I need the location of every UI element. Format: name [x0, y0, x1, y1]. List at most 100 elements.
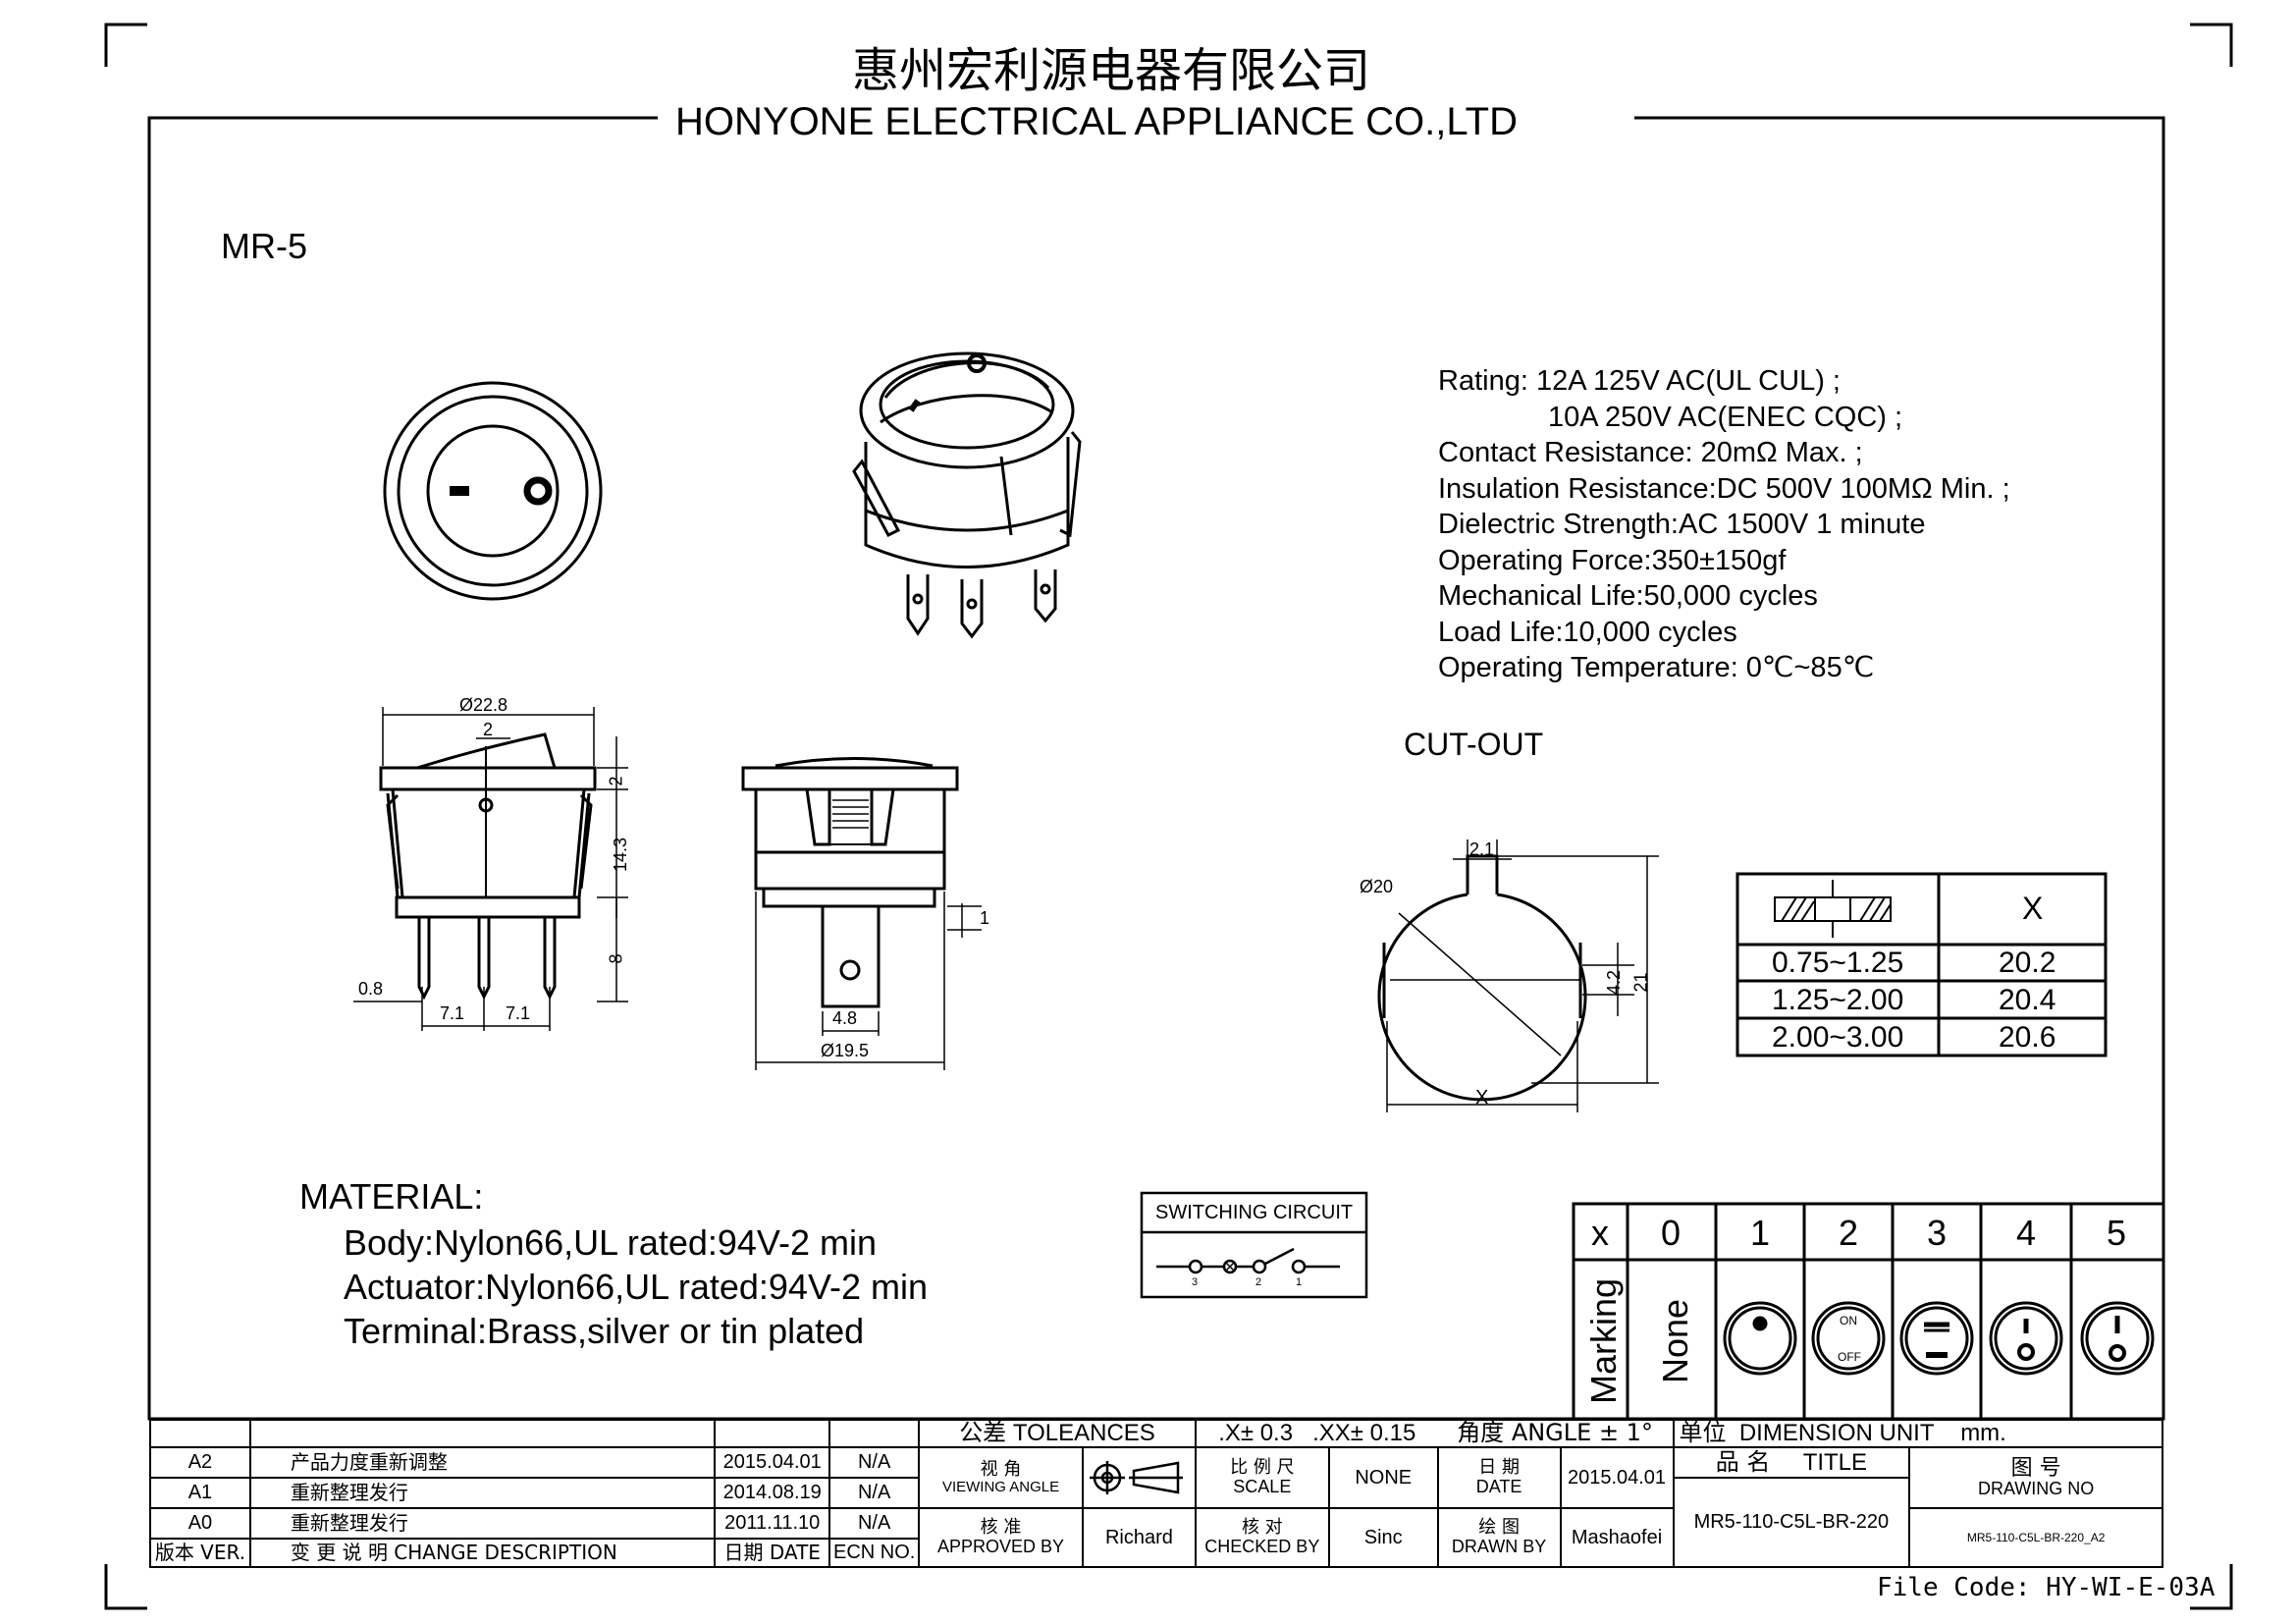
cutout-row-x-2: 20.4 — [1999, 984, 2056, 1016]
front-view — [383, 381, 603, 601]
dim-terminal-height: 8 — [606, 953, 626, 964]
title-block: 公差 TOLEANCES .X± 0.3 .XX± 0.15 角度 ANGLE … — [149, 1419, 2163, 1568]
spec-rating-enec: 10A 250V AC(ENEC CQC) ; — [1548, 401, 1903, 433]
dim-actuator: 2 — [483, 720, 494, 739]
marking-header-3: 3 — [1927, 1213, 1948, 1253]
cutout-table-header-x: X — [2022, 891, 2044, 926]
viewing-angle-symbol — [1081, 1446, 1197, 1509]
switching-circuit-title: SWITCHING CIRCUIT — [1155, 1202, 1354, 1223]
marking-icon-1 — [1723, 1301, 1797, 1376]
pin-label-2: 2 — [1255, 1276, 1262, 1288]
material-actuator: Actuator:Nylon66,UL rated:94V-2 min — [344, 1267, 928, 1307]
material-list: Body:Nylon66,UL rated:94V-2 min Actuator… — [344, 1220, 928, 1353]
dim-pitch-2: 7.1 — [506, 1003, 531, 1023]
dim-body-height: 14.3 — [611, 837, 631, 873]
tolerance-label: 公差 TOLEANCES — [918, 1419, 1197, 1448]
marking-header-x: x — [1591, 1213, 1609, 1253]
dim-tab-width: 4.8 — [832, 1008, 858, 1028]
rev-date-a0: 2011.11.10 — [714, 1507, 831, 1540]
marking-icon-3 — [1899, 1301, 1974, 1376]
drawing-no-value: MR5-110-C5L-BR-220_A2 — [1908, 1507, 2163, 1568]
cutout-row-range-2: 1.25~2.00 — [1772, 984, 1904, 1016]
col-header-desc: 变 更 说 明 CHANGE DESCRIPTION — [248, 1538, 717, 1568]
approved-by-value: Richard — [1081, 1507, 1197, 1568]
marking-none: None — [1655, 1298, 1696, 1384]
col-header-ecn: ECN NO. — [828, 1538, 921, 1568]
model-number: MR-5 — [221, 226, 307, 266]
rev-desc-a1: 重新整理发行 — [248, 1477, 717, 1509]
marking-icon-2 — [1811, 1301, 1886, 1376]
corner-mark-tl — [104, 23, 147, 67]
switching-circuit-box — [1140, 1191, 1368, 1299]
side-view-1 — [379, 732, 597, 1001]
marking-row-label: Marking — [1583, 1277, 1625, 1405]
cutout-row-x-1: 20.2 — [1999, 947, 2056, 979]
pin-label-1: 1 — [1296, 1276, 1303, 1288]
spec-mechanical-life: Mechanical Life:50,000 cycles — [1438, 580, 1818, 612]
dims-side-1 — [353, 707, 628, 1031]
dim-flange: 2 — [606, 776, 626, 786]
dim-body-diameter: Ø19.5 — [821, 1041, 870, 1060]
cutout-row-range-1: 0.75~1.25 — [1772, 947, 1904, 979]
tolerance-values: .X± 0.3 .XX± 0.15 — [1194, 1419, 1438, 1448]
spec-rating-ul: Rating: 12A 125V AC(UL CUL) ; — [1438, 365, 1841, 397]
dimension-unit: 单位 DIMENSION UNIT mm. — [1672, 1419, 2163, 1448]
spec-contact-resistance: Contact Resistance: 20mΩ Max. ; — [1438, 437, 1863, 468]
rev-ver-a2: A2 — [149, 1446, 251, 1479]
marking-header-0: 0 — [1661, 1213, 1682, 1253]
rev-ver-a1: A1 — [149, 1477, 251, 1509]
material-terminal: Terminal:Brass,silver or tin plated — [344, 1311, 865, 1351]
material-title: MATERIAL: — [299, 1176, 484, 1217]
rev-desc-a0: 重新整理发行 — [248, 1507, 717, 1540]
drawn-by-value: Mashaofei — [1559, 1507, 1675, 1568]
checked-by-value: Sinc — [1327, 1507, 1439, 1568]
marking-grid — [1572, 1202, 2165, 1421]
dim-width: Ø22.8 — [459, 695, 508, 715]
rev-date-a2: 2015.04.01 — [714, 1446, 831, 1479]
company-name-en: HONYONE ELECTRICAL APPLIANCE CO.,LTD — [675, 100, 1518, 143]
cutout-row-range-3: 2.00~3.00 — [1772, 1021, 1904, 1054]
cutout-key-width: 2.1 — [1469, 839, 1495, 859]
col-header-ver: 版本 VER. — [149, 1538, 251, 1568]
scale-value: NONE — [1327, 1446, 1439, 1509]
rev-ecn-a1: N/A — [828, 1477, 921, 1509]
corner-mark-tr — [2190, 23, 2233, 67]
sheet-border — [147, 116, 2165, 1421]
dims-side-2 — [755, 892, 982, 1070]
cutout-row-x-3: 20.6 — [1999, 1021, 2056, 1054]
cutout-height: 21 — [1630, 972, 1651, 993]
rev-date-a1: 2014.08.19 — [714, 1477, 831, 1509]
marking-header-2: 2 — [1839, 1213, 1859, 1253]
spec-load-life: Load Life:10,000 cycles — [1438, 616, 1737, 648]
dim-side-gap: 1 — [980, 908, 990, 928]
corner-mark-br — [2190, 1564, 2233, 1610]
dim-pitch-1: 7.1 — [440, 1003, 465, 1023]
material-body: Body:Nylon66,UL rated:94V-2 min — [344, 1222, 877, 1263]
corner-mark-bl — [104, 1564, 147, 1610]
cutout-dims — [1386, 839, 1659, 1112]
rev-desc-a2: 产品力度重新调整 — [248, 1446, 717, 1479]
rev-ver-a0: A0 — [149, 1507, 251, 1540]
dim-terminal-width: 0.8 — [358, 979, 384, 999]
panel-thickness-icon — [1774, 880, 1892, 938]
marking-icon-5 — [2080, 1301, 2155, 1376]
side-view-2 — [741, 757, 959, 1008]
spec-dielectric-strength: Dielectric Strength:AC 1500V 1 minute — [1438, 509, 1926, 540]
marking-icon-4 — [1989, 1301, 2063, 1376]
cutout-table — [1735, 872, 2108, 1057]
marking-off-label: OFF — [1838, 1350, 1861, 1364]
title-label: 品 名 TITLE — [1672, 1446, 1911, 1479]
cutout-x-label: X — [1475, 1087, 1489, 1109]
date-value: 2015.04.01 — [1559, 1446, 1675, 1509]
marking-header-5: 5 — [2107, 1213, 2127, 1253]
pin-label-3: 3 — [1192, 1276, 1199, 1288]
iso-view — [852, 352, 1082, 639]
spec-insulation-resistance: Insulation Resistance:DC 500V 100MΩ Min.… — [1438, 472, 2010, 505]
spec-operating-force: Operating Force:350±150gf — [1438, 544, 1787, 576]
